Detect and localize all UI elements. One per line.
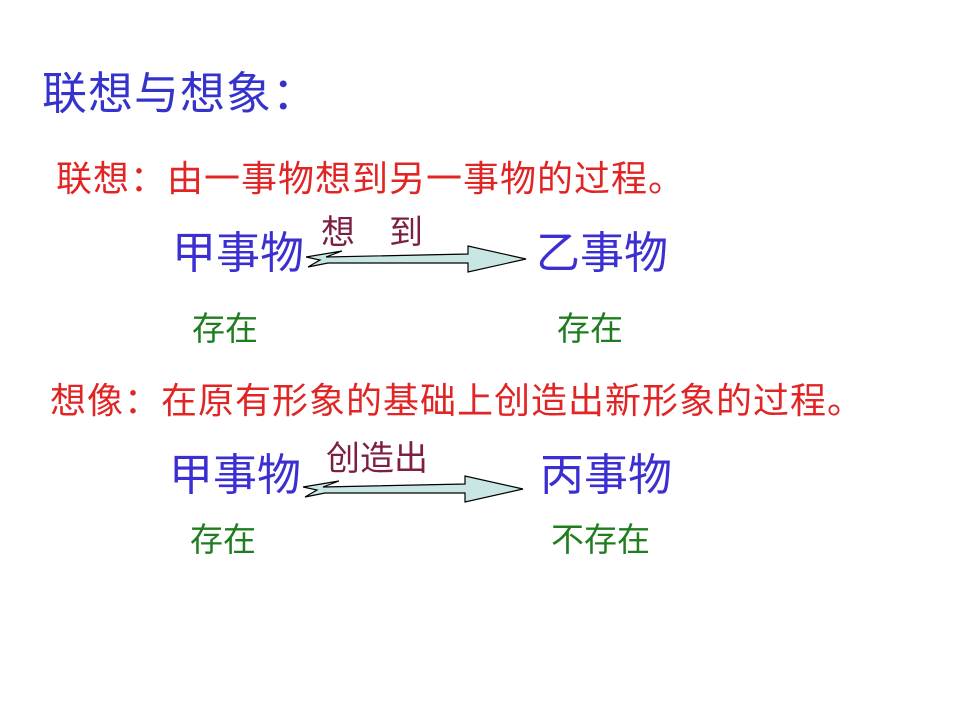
association-target-status: 存在: [557, 309, 623, 348]
association-source-status: 存在: [192, 309, 258, 348]
imagination-source-entity: 甲事物: [169, 450, 301, 501]
imagination-arrow-label: 创造出: [326, 439, 428, 479]
association-target-entity: 乙事物: [536, 228, 668, 279]
imagination-target-status: 不存在: [551, 520, 650, 559]
association-definition: 联想：由一事物想到另一事物的过程。: [56, 159, 686, 200]
right-arrow-icon: [306, 245, 527, 273]
association-source-entity: 甲事物: [172, 228, 304, 279]
imagination-definition: 想像：在原有形象的基础上创造出新形象的过程。: [50, 381, 865, 422]
slide-title: 联想与想象：: [42, 67, 319, 120]
association-arrow-label: 想 到: [321, 213, 423, 253]
imagination-source-status: 存在: [190, 520, 256, 559]
right-arrow-icon: [303, 475, 524, 503]
imagination-target-entity: 丙事物: [540, 450, 672, 501]
